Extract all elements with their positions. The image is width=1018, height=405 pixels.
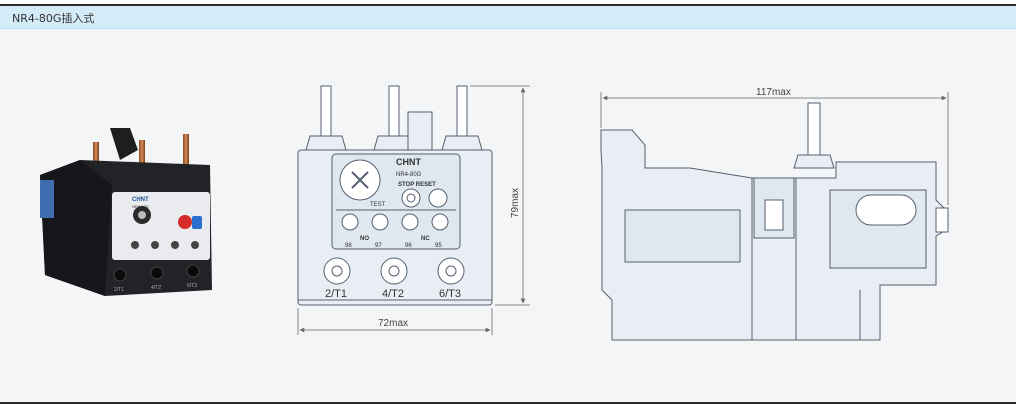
front-terminal-1: 2/T1: [325, 288, 347, 300]
screw-icon: [131, 241, 139, 249]
front-view-drawing: [297, 85, 493, 306]
front-terminal-3: 6/T3: [439, 288, 461, 300]
terminal-screw-inner: [445, 265, 457, 277]
contact-label-98: 98: [345, 243, 352, 249]
contact-label-96: 96: [405, 243, 412, 249]
width-dimension-label: 72max: [378, 318, 408, 329]
side-panel-left: [624, 209, 741, 263]
side-knob: [935, 207, 949, 233]
screw-icon: [191, 241, 199, 249]
terminal-screw-inner: [388, 265, 400, 277]
side-label: [40, 180, 54, 218]
screw-icon: [431, 213, 449, 231]
dial-center: [138, 211, 146, 219]
reset-button-icon: [428, 188, 448, 208]
screw-icon: [171, 241, 179, 249]
side-slot-inner: [764, 199, 784, 231]
terminal-hole: [113, 268, 127, 282]
front-no: NO: [360, 236, 369, 242]
reset-button-icon: [192, 216, 202, 229]
terminal-pin: [183, 134, 189, 179]
terminal-hole: [150, 266, 164, 280]
contact-screws: [341, 213, 449, 231]
contact-label-95: 95: [435, 243, 442, 249]
pin-collar: [441, 135, 483, 151]
relay-side: [40, 160, 112, 296]
front-view-labels: CHNT NR4-80G STOP RESET TEST NO NC 98 97…: [325, 157, 461, 300]
front-brand: CHNT: [396, 157, 421, 167]
terminal-screw-icon: [323, 257, 351, 285]
terminal-screw-inner: [331, 265, 343, 277]
height-dimension-label: 79max: [510, 188, 521, 218]
side-pin: [807, 102, 821, 156]
terminal-hole: [186, 264, 200, 278]
side-view-drawing: [600, 102, 949, 341]
screw-icon: [401, 213, 419, 231]
product-photo: CHNT NR4-80G 2/T1 4/T2 6/T3: [40, 128, 212, 296]
screw-icon: [371, 213, 389, 231]
front-nc: NC: [421, 236, 430, 242]
panel-title: NR4-80G插入式: [12, 12, 95, 25]
terminal-screw-icon: [437, 257, 465, 285]
front-model: NR4-80G: [396, 172, 422, 178]
side-dimensions: [600, 92, 949, 205]
screw-icon: [151, 241, 159, 249]
pin-outline: [456, 85, 468, 137]
side-pin-collar: [793, 154, 835, 169]
title-bar: NR4-80G插入式: [0, 6, 1016, 29]
front-terminal-2: 4/T2: [382, 288, 404, 300]
stop-button-icon: [401, 188, 421, 208]
front-test: TEST: [370, 202, 386, 208]
pin-collar: [305, 135, 347, 151]
terminal-screw-icon: [380, 257, 408, 285]
side-window: [855, 194, 917, 226]
screw-icon: [341, 213, 359, 231]
pin-outline: [388, 85, 400, 137]
photo-terminal-1: 2/T1: [114, 287, 124, 293]
front-stop-reset: STOP RESET: [398, 182, 436, 188]
photo-brand: CHNT: [132, 197, 149, 203]
stop-button-icon: [178, 215, 192, 229]
side-rib-lines: [751, 178, 797, 340]
front-dimensions: [297, 85, 530, 335]
pin-outline: [320, 85, 332, 137]
side-width-dimension-label: 117max: [756, 87, 791, 98]
latch: [407, 111, 433, 151]
stop-button-inner: [406, 193, 416, 203]
dial-cross-icon: [351, 171, 369, 189]
top-clip: [110, 128, 138, 160]
contact-label-97: 97: [375, 243, 382, 249]
photo-terminal-2: 4/T2: [151, 285, 161, 291]
photo-terminal-3: 6/T3: [187, 283, 197, 289]
